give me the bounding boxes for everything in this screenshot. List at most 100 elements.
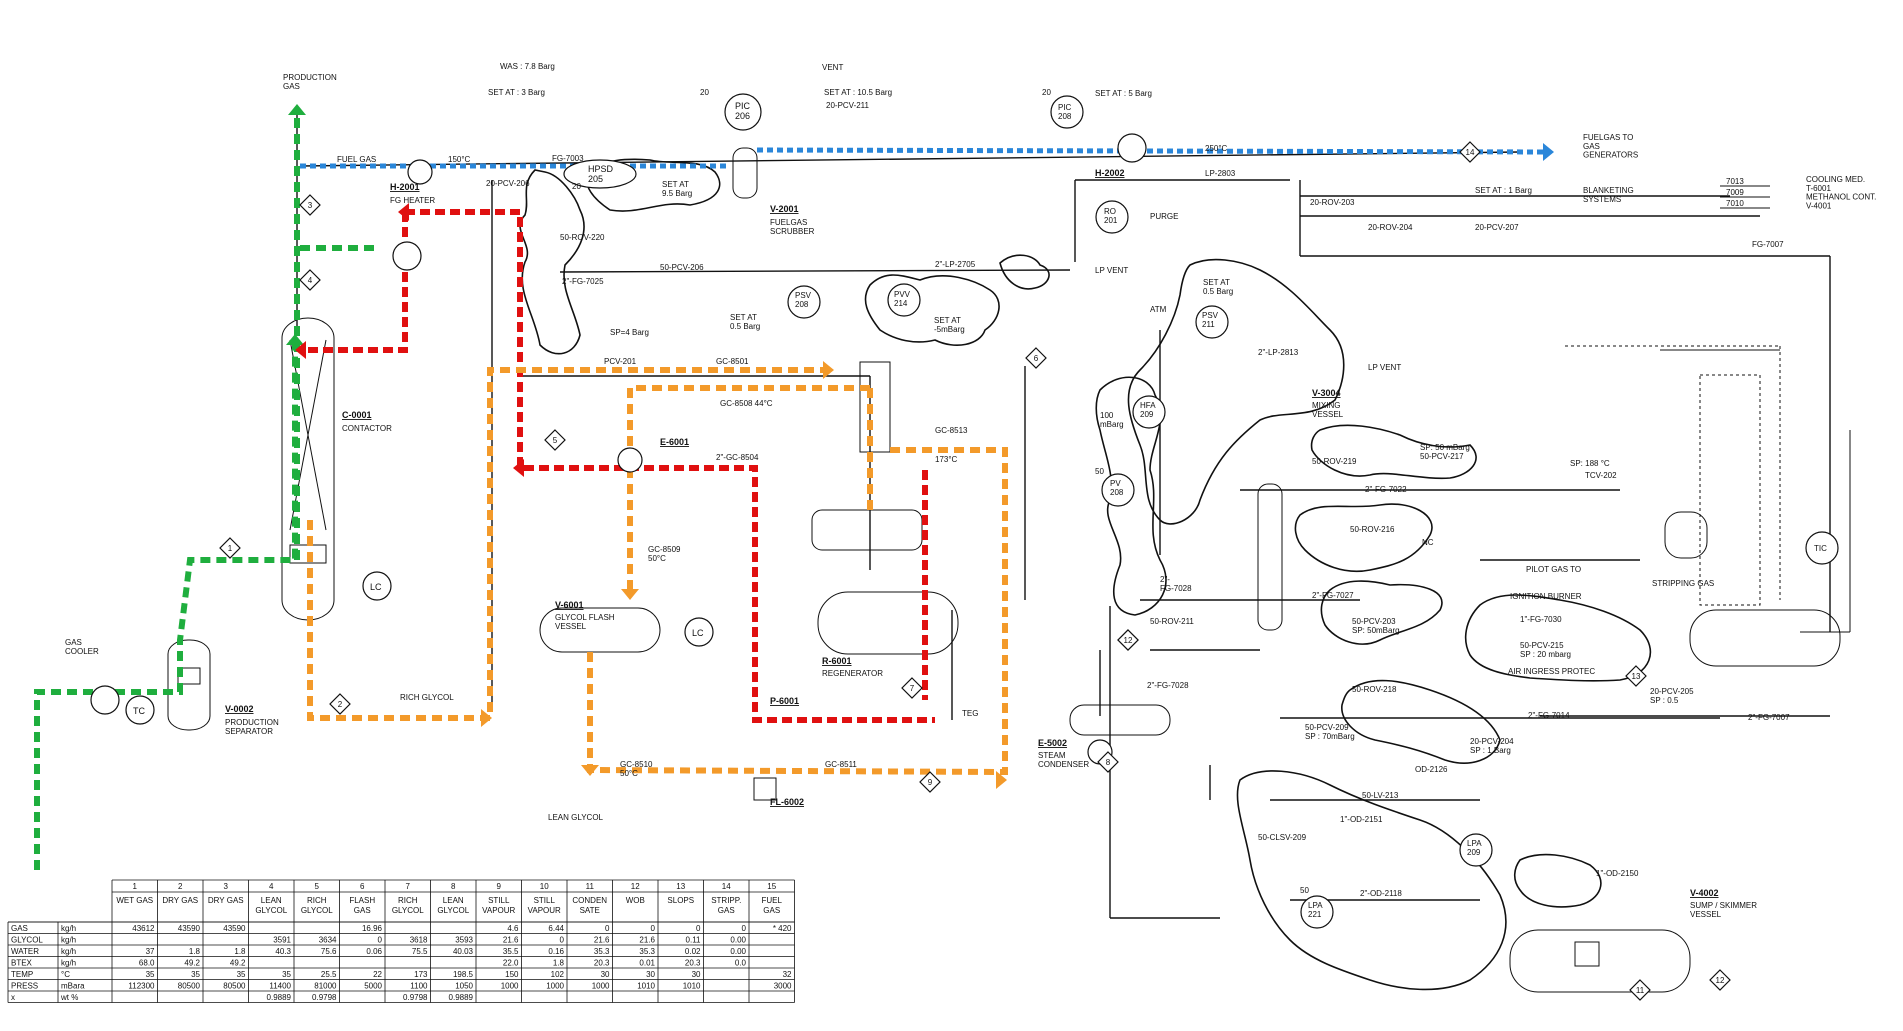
v2001-tag: V-2001 [770,204,799,214]
table-cell: 0.9889 [449,993,474,1002]
flow-arrowhead [1543,143,1554,161]
flow-arrowhead [295,341,306,359]
table-cell: 43590 [178,924,201,933]
table-cell: 6.44 [548,924,564,933]
table-cell: 3634 [319,936,337,945]
c6001-tag: C-0001 [342,410,372,420]
table-row-name: PRESS [11,982,38,991]
fl6002-tag: FL-6002 [770,797,804,807]
od2118-label: 2"-OD-2118 [1360,889,1402,898]
table-row-name: BTEX [11,959,33,968]
r6001-tag: R-6001 [822,656,852,666]
table-col-header: SLOPS [667,896,694,905]
table-cell: 112300 [128,982,155,991]
stream-diamond: 12 [1709,969,1731,991]
table-cell: 40.3 [275,947,291,956]
table-cell: 49.2 [230,959,246,968]
table-col-header: STILL [488,896,510,905]
table-col-number: 15 [767,882,776,891]
table-col-number: 11 [586,882,595,891]
rov204-label: 20-ROV-204 [1368,223,1413,232]
table-col-number: 12 [631,882,640,891]
table-cell: 43612 [132,924,155,933]
was-label: WAS : 7.8 Barg [500,62,555,71]
stream-diamonds: 342516978101112131412 [219,141,1731,1001]
e6001-tag: E-6001 [660,437,689,447]
table-cell: 1000 [501,982,519,991]
set-at-5: SET AT : 5 Barg [1095,89,1152,98]
pcv206-label: 50-PCV-206 [660,263,704,272]
stream-diamond-label: 4 [308,276,313,285]
air-ingress-label: AIR INGRESS PROTEC [1508,667,1595,676]
table-cell: 21.6 [594,936,610,945]
stream-diamond: 11 [1629,979,1651,1001]
table-cell: 0.06 [366,947,382,956]
stream-diamond: 14 [1459,141,1481,163]
flow-arrowhead [481,709,492,727]
gc8508-label: GC-8508 44°C [720,399,773,408]
table-row-name: WATER [11,947,39,956]
fg7025-label: 2"-FG-7025 [562,277,604,286]
num-20c: 20 [572,182,581,191]
table-col-header: WET GAS [116,896,153,905]
set-at-105: SET AT : 10.5 Barg [824,88,892,97]
table-cell: 21.6 [503,936,519,945]
table-row-name: x [11,993,15,1002]
piping [296,115,1851,919]
num-50b: 50 [1300,886,1309,895]
stream-diamond-label: 13 [1632,672,1641,681]
clsv209-label: 50-CLSV-209 [1258,833,1307,842]
stream-diamond-label: 11 [1636,986,1645,995]
flow-arrowhead [996,771,1007,789]
fg7028b-label: 2"-FG-7028 [1147,681,1189,690]
pcv201-label: PCV-201 [604,357,637,366]
stream-diamond: 9 [919,771,941,793]
table-cell: 0 [696,924,701,933]
table-col-number: 9 [497,882,502,891]
table-cell: 21.6 [639,936,655,945]
table-row-unit: °C [61,970,70,979]
table-col-header: RICH [307,896,327,905]
contactor-label: CONTACTOR [342,424,392,433]
orange-flow-path [307,367,828,721]
fg7022-label: 2"-FG-7022 [1365,485,1407,494]
table-col-header: LEAN [443,896,464,905]
num-50: 50 [1095,467,1104,476]
table-cell: 32 [783,970,792,979]
temp-250: 250°C [1205,144,1228,153]
table-cell: 49.2 [184,959,200,968]
table-cell: 198.5 [453,970,474,979]
table-cell: 35 [191,970,200,979]
table-cell: 37 [146,947,155,956]
table-row-unit: kg/h [61,947,76,956]
table-cell: 80500 [178,982,201,991]
mixing-vessel [1257,483,1283,631]
table-cell: 80500 [223,982,246,991]
table-cell: 0.0 [735,959,747,968]
tic-label: TIC [1814,544,1827,553]
table-col-number: 2 [178,882,183,891]
fuelgas-scrubber [732,147,758,199]
instruments [90,93,1839,929]
rich-glycol-label: RICH GLYCOL [400,693,454,702]
table-col-number: 13 [676,882,685,891]
stream-diamond-label: 12 [1124,636,1133,645]
lp2705-label: 2"-LP-2705 [935,260,976,269]
fg7030-label: 1"-FG-7030 [1520,615,1562,624]
